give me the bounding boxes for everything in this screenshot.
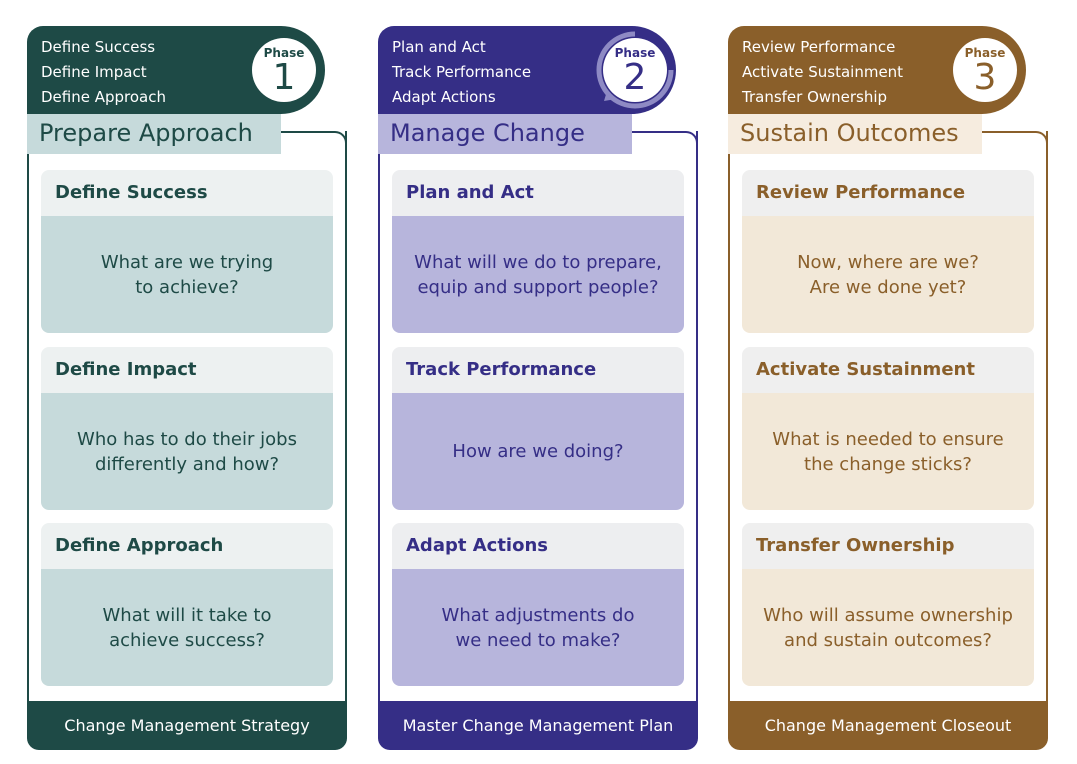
phase-step: Review Performance	[742, 38, 896, 56]
phase-step: Define Success	[41, 38, 156, 56]
phase-step: Adapt Actions	[392, 88, 496, 106]
phase-title: Prepare Approach	[39, 119, 253, 147]
step-card: Activate Sustainment What is needed to e…	[742, 347, 1034, 510]
phase-label: Phase	[614, 46, 656, 60]
step-card: Define Success What are we trying to ach…	[41, 170, 333, 333]
phase-step: Transfer Ownership	[742, 88, 888, 106]
phase-badge: Phase 3	[953, 38, 1017, 102]
phase-header: Review Performance Activate Sustainment …	[728, 26, 1026, 114]
phase-3-column: Review Performance Activate Sustainment …	[728, 26, 1048, 750]
step-card-question: Now, where are we? Are we done yet?	[742, 216, 1034, 333]
cycle-arrow-icon	[596, 31, 674, 109]
step-card-heading: Define Impact	[41, 347, 333, 393]
phase-step: Define Approach	[41, 88, 166, 106]
step-card: Transfer Ownership Who will assume owner…	[742, 523, 1034, 686]
step-card: Plan and Act What will we do to prepare,…	[392, 170, 684, 333]
step-card-heading: Define Success	[41, 170, 333, 216]
phase-number: 1	[272, 57, 296, 98]
phase-number: 2	[623, 57, 647, 98]
step-card-question: What will it take to achieve success?	[41, 569, 333, 686]
phase-title-bar: Sustain Outcomes	[728, 114, 982, 154]
phase-label: Phase	[263, 46, 305, 60]
step-card-question: What are we trying to achieve?	[41, 216, 333, 333]
phase-step: Activate Sustainment	[742, 63, 904, 81]
phase-deliverable: Master Change Management Plan	[378, 701, 698, 750]
step-card: Define Impact Who has to do their jobs d…	[41, 347, 333, 510]
step-card-heading: Track Performance	[392, 347, 684, 393]
phase-step-list: Define Success Define Impact Define Appr…	[41, 35, 166, 110]
step-card-heading: Transfer Ownership	[742, 523, 1034, 569]
step-card: Define Approach What will it take to ach…	[41, 523, 333, 686]
step-card-question: What is needed to ensure the change stic…	[742, 393, 1034, 510]
step-card-heading: Activate Sustainment	[742, 347, 1034, 393]
phase-frame-corner	[277, 131, 347, 147]
phase-title: Manage Change	[390, 119, 585, 147]
phase-badge: Phase 2	[603, 38, 667, 102]
step-card: Track Performance How are we doing?	[392, 347, 684, 510]
step-card-heading: Adapt Actions	[392, 523, 684, 569]
phase-deliverable: Change Management Closeout	[728, 701, 1048, 750]
step-card-question: What adjustments do we need to make?	[392, 569, 684, 686]
phase-number: 3	[973, 57, 997, 98]
phase-title: Sustain Outcomes	[740, 119, 959, 147]
step-card-question: How are we doing?	[392, 393, 684, 510]
step-card-heading: Define Approach	[41, 523, 333, 569]
phase-frame-corner	[978, 131, 1048, 147]
phase-title-bar: Manage Change	[378, 114, 632, 154]
step-card-question: Who has to do their jobs differently and…	[41, 393, 333, 510]
step-card-heading: Plan and Act	[392, 170, 684, 216]
phase-frame-corner	[628, 131, 698, 147]
phase-badge: Phase 1	[252, 38, 316, 102]
phase-step: Track Performance	[392, 63, 532, 81]
phase-step: Plan and Act	[392, 38, 486, 56]
phase-1-column: Define Success Define Impact Define Appr…	[27, 26, 347, 750]
step-card: Adapt Actions What adjustments do we nee…	[392, 523, 684, 686]
phase-step-list: Plan and Act Track Performance Adapt Act…	[392, 35, 531, 110]
step-card-question: What will we do to prepare, equip and su…	[392, 216, 684, 333]
step-card-heading: Review Performance	[742, 170, 1034, 216]
phase-step: Define Impact	[41, 63, 147, 81]
phase-label: Phase	[964, 46, 1006, 60]
phase-2-column: Plan and Act Track Performance Adapt Act…	[378, 26, 698, 750]
phase-header: Define Success Define Impact Define Appr…	[27, 26, 325, 114]
phase-deliverable: Change Management Strategy	[27, 701, 347, 750]
phase-title-bar: Prepare Approach	[27, 114, 281, 154]
phase-header: Plan and Act Track Performance Adapt Act…	[378, 26, 676, 114]
step-card: Review Performance Now, where are we? Ar…	[742, 170, 1034, 333]
phase-step-list: Review Performance Activate Sustainment …	[742, 35, 903, 110]
step-card-question: Who will assume ownership and sustain ou…	[742, 569, 1034, 686]
